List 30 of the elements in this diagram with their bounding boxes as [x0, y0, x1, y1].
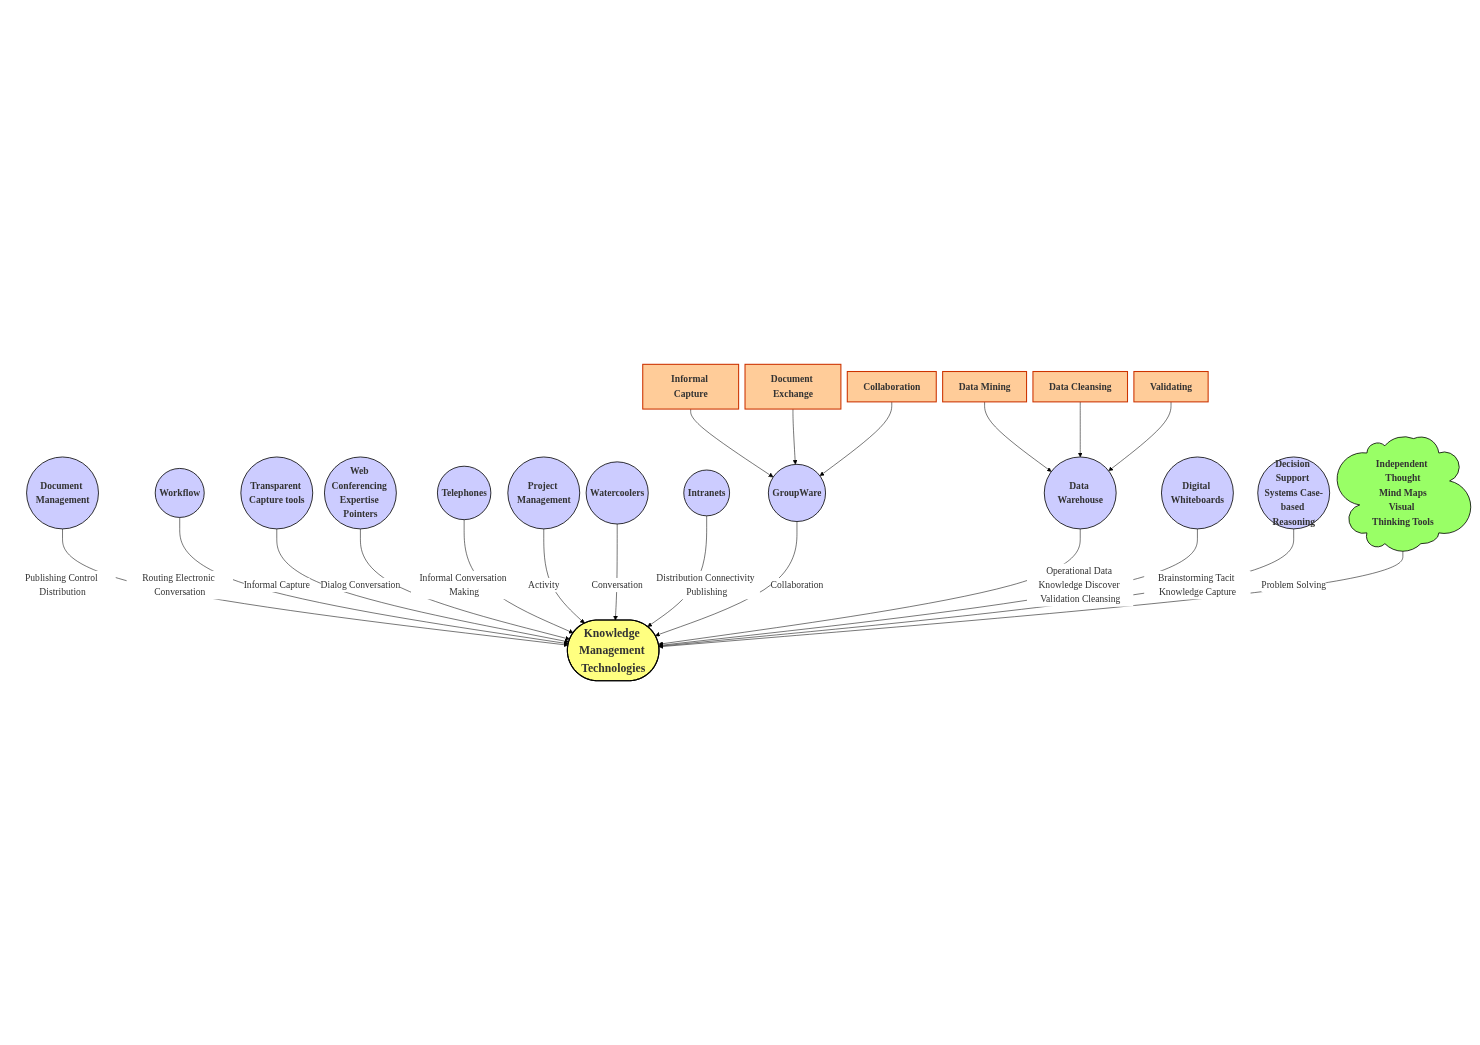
node-circle: Web Conferencing Expertise Pointers — [324, 456, 397, 530]
edge-label: Collaboration — [770, 579, 824, 591]
node-circle: Document Management — [26, 456, 99, 530]
edge-label: Problem Solving — [1261, 579, 1327, 591]
edge-label: Brainstorming Tacit Knowledge Capture — [1157, 572, 1236, 598]
node-circle: Transparent Capture tools — [240, 456, 314, 530]
node-box: Validating — [1133, 370, 1209, 403]
node-circle: Data Warehouse — [1043, 456, 1117, 530]
node-box: Collaboration — [846, 370, 937, 403]
edge-label: Dialog Conversation — [320, 579, 401, 591]
edge-label: Distribution Connectivity Publishing — [656, 572, 755, 598]
node-circle: Project Management — [507, 456, 581, 530]
edge-label: Informal Conversation Making — [419, 572, 507, 598]
node-box: Informal Capture — [642, 363, 740, 410]
node-circle: Digital Whiteboards — [1161, 456, 1234, 530]
node-circle: Telephones — [437, 465, 492, 521]
edge-label: Activity — [528, 579, 560, 591]
edge-label: Conversation — [591, 579, 643, 591]
node-circle: Intranets — [683, 469, 730, 517]
edge-label: Routing Electronic Conversation — [142, 572, 215, 598]
node-circle: Workflow — [154, 468, 205, 518]
node-circle: Decision Support Systems Case-based Reasoning — [1257, 456, 1331, 530]
node-box: Data Mining — [942, 370, 1028, 403]
edge-label: Publishing Control Distribution — [24, 572, 98, 598]
edge-label: Informal Capture — [243, 579, 310, 591]
edge-label: Operational Data Knowledge Discover Validation Cleansing — [1038, 565, 1121, 605]
node-box: Data Cleansing — [1032, 370, 1129, 403]
node-box: Document Exchange — [744, 363, 842, 410]
node-circle: GroupWare — [767, 463, 826, 522]
node-circle: Watercoolers — [585, 461, 649, 525]
